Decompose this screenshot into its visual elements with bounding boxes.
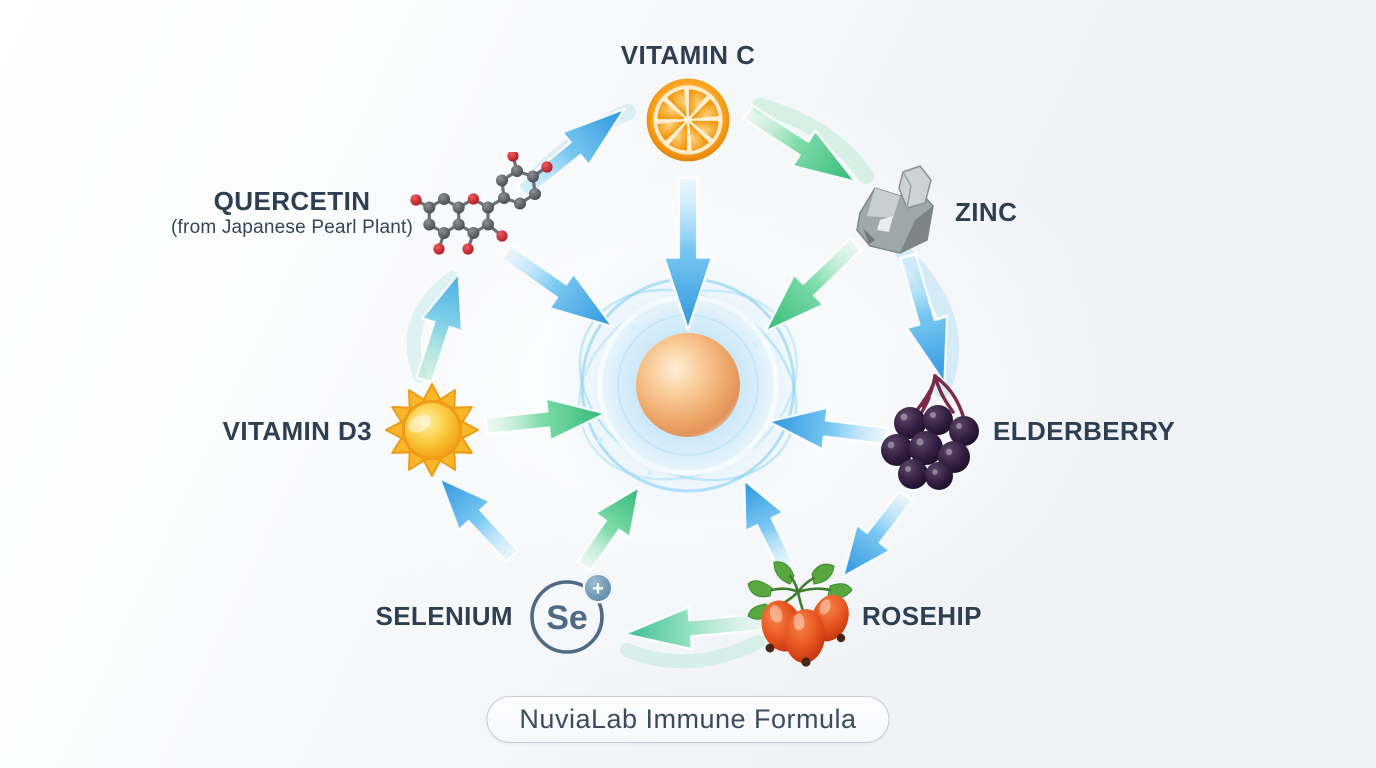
vitamin-d3-label: VITAMIN D3 [222,416,372,446]
arrow-vitamin-c-to-center [662,176,714,332]
formula-title-pill: NuviaLab Immune Formula [486,696,890,743]
selenium-symbol-text: Se [546,599,588,637]
arrow-selenium-to-center [565,474,658,580]
formula-title: NuviaLab Immune Formula [519,704,857,734]
rosehip-label: ROSEHIP [862,601,982,631]
arrow-elderberry-to-center [765,399,890,459]
immune-cell-energy-rings [577,277,799,493]
selenium-label: SELENIUM [375,601,513,631]
selenium-plus-badge: + [592,578,604,600]
rosehip-berries-icon [747,561,853,667]
orange-slice-icon [646,78,730,162]
molecule-icon [410,152,553,255]
quercetin-label-block: QUERCETIN (from Japanese Pearl Plant) [171,186,413,240]
selenium-symbol-icon: Se + [530,572,614,654]
arrow-selenium-to-vitamin-d3 [423,463,529,572]
elderberry-cluster-icon [881,374,979,490]
vitamin-c-label: VITAMIN C [620,40,756,70]
quercetin-label: QUERCETIN [213,186,371,216]
elderberry-label: ELDERBERRY [993,416,1176,446]
arrow-vitamin-d3-to-center [482,391,609,449]
zinc-mineral-icon [856,165,934,254]
zinc-label: ZINC [955,197,1018,227]
immune-cell-core [636,333,740,437]
sun-icon [385,383,479,477]
quercetin-sublabel: (from Japanese Pearl Plant) [171,217,413,238]
